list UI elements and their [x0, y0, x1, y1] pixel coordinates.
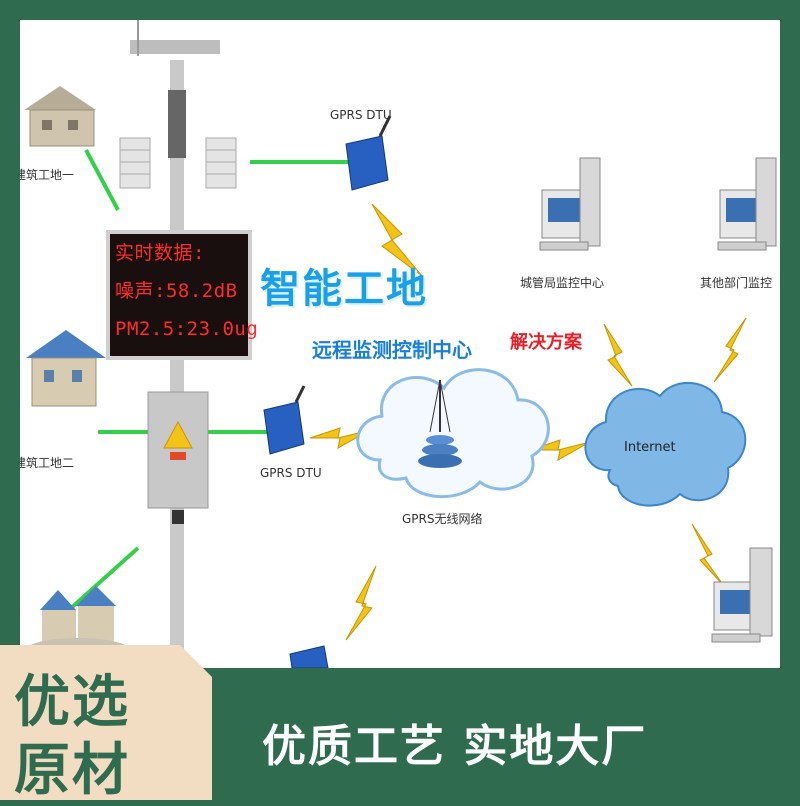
badge: 优选 原材 — [0, 645, 212, 800]
radiation-shield-right-icon — [205, 137, 237, 189]
sensor-unit — [168, 90, 186, 158]
gprs-cloud-icon — [356, 368, 550, 499]
computer-lower-icon — [711, 547, 773, 643]
title-remote-center: 远程监测控制中心 — [312, 338, 472, 362]
smart-site-diagram: 实时数据: 噪声:58.2dB PM2.5:23.0ug 智能工地 远程监测控制… — [20, 20, 780, 668]
bolt-lower-pc-icon — [691, 523, 725, 587]
led-line-noise: 噪声:58.2dB — [115, 280, 238, 302]
link-site-three — [58, 546, 140, 620]
internet-cloud-icon — [584, 382, 747, 507]
radiation-shield-left-icon — [119, 137, 151, 189]
badge-line-two: 原材 — [14, 738, 130, 803]
badge-line-one: 优选 — [14, 670, 130, 735]
wireless-bolts — [309, 203, 747, 641]
led-display: 实时数据: 噪声:58.2dB PM2.5:23.0ug — [106, 230, 259, 360]
link-site-one — [84, 149, 120, 211]
bolt-top-icon — [371, 203, 423, 277]
computer-city-center-icon — [539, 157, 601, 251]
label-dtu-mid: GPRS DTU — [260, 466, 322, 480]
gprs-dtu-top-icon — [345, 115, 392, 191]
gprs-dtu-mid-icon — [263, 385, 306, 455]
label-gprs-network: GPRS无线网络 — [402, 512, 483, 526]
diagram-graphics — [24, 20, 777, 668]
pole-top-bar — [130, 40, 220, 54]
control-box — [147, 391, 209, 524]
label-city-center: 城管局监控中心 — [520, 276, 605, 290]
title-smart-site: 智能工地 — [260, 266, 428, 312]
link-lines — [58, 149, 350, 620]
bolt-other-icon — [713, 317, 747, 383]
label-other-dept: 其他部门监控 — [700, 276, 773, 290]
building-site-two-icon — [26, 330, 106, 407]
label-dtu-top: GPRS DTU — [330, 108, 392, 122]
led-line-pm25: PM2.5:23.0ug — [115, 318, 259, 340]
label-site-one: 建筑工地一 — [20, 168, 75, 182]
bolt-city-icon — [603, 323, 633, 387]
label-site-two: 建筑工地二 — [20, 456, 75, 470]
warning-icon — [163, 420, 193, 449]
computer-other-dept-icon — [717, 157, 777, 251]
slogan: 优质工艺 实地大厂 — [262, 721, 648, 772]
label-internet: Internet — [624, 440, 676, 455]
led-line-realtime: 实时数据: — [115, 242, 205, 264]
building-site-one-icon — [24, 86, 96, 147]
gprs-dtu-bottom-icon — [289, 645, 329, 668]
title-solution: 解决方案 — [510, 332, 582, 353]
bolt-bottom-icon — [345, 565, 377, 641]
